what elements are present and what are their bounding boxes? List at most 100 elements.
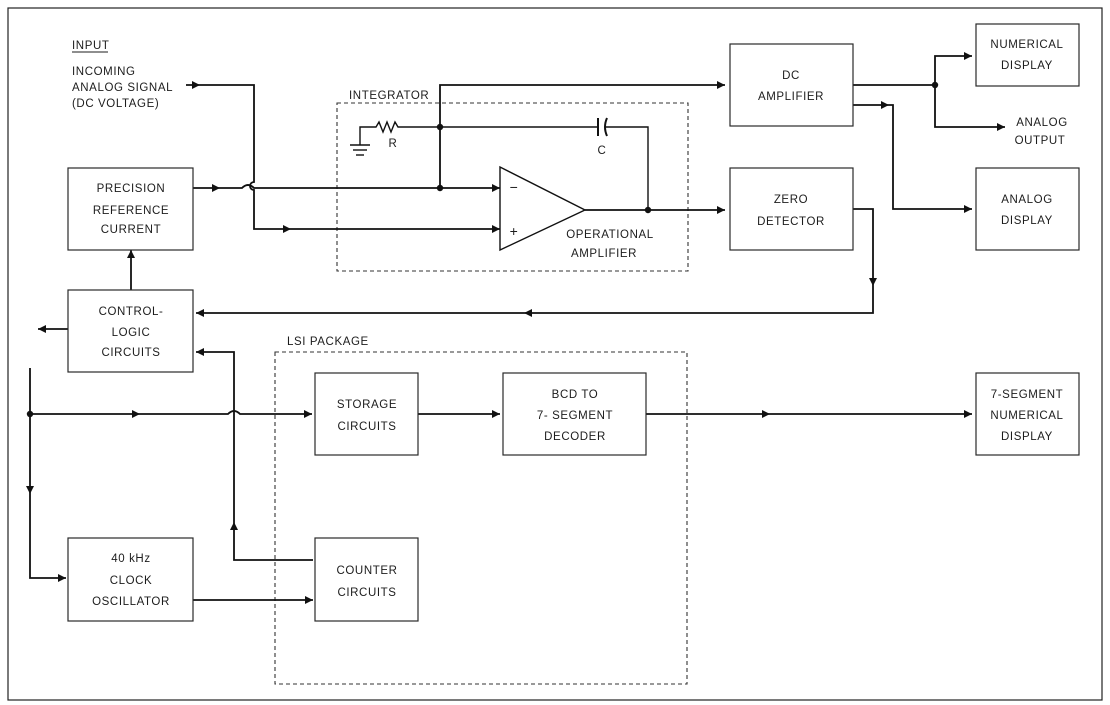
block-label-line: DECODER xyxy=(544,431,606,443)
block-label-line: REFERENCE xyxy=(93,205,169,217)
integrator-label: INTEGRATOR xyxy=(349,90,429,102)
block-label-line: NUMERICAL xyxy=(990,39,1063,51)
dc-amplifier-block: DC AMPLIFIER xyxy=(729,43,854,127)
input-label-group: INPUT INCOMING ANALOG SIGNAL (DC VOLTAGE… xyxy=(72,40,173,110)
signal-wires xyxy=(29,55,1005,601)
seven-segment-display-block: 7-SEGMENT NUMERICAL DISPLAY xyxy=(975,372,1080,456)
arrow-head xyxy=(192,81,200,89)
block-label-line: CIRCUITS xyxy=(337,421,396,433)
analog-display-wire xyxy=(853,104,972,210)
arrow-head xyxy=(196,309,204,317)
lsi-package-label: LSI PACKAGE xyxy=(287,336,369,348)
ground-icon xyxy=(350,140,370,156)
block-label-line: CONTROL- xyxy=(99,306,164,318)
arrow-head xyxy=(964,410,972,418)
arrow-head xyxy=(717,81,725,89)
junction-dot xyxy=(436,184,444,192)
block-label-line: CIRCUITS xyxy=(337,587,396,599)
arrow-head xyxy=(492,184,500,192)
block-label-line: ZERO xyxy=(774,194,808,206)
analog-display-block: ANALOG DISPLAY xyxy=(975,167,1080,251)
arrow-head xyxy=(869,278,877,286)
arrow-head xyxy=(38,325,46,333)
arrow-head xyxy=(964,205,972,213)
plus-sign: + xyxy=(510,223,519,239)
block-label-line: BCD TO xyxy=(552,389,599,401)
arrow-head xyxy=(127,250,135,258)
block-label-line: OSCILLATOR xyxy=(92,596,170,608)
block-label-line: 7-SEGMENT xyxy=(991,389,1064,401)
arrow-head xyxy=(58,574,66,582)
block-label-line: CLOCK xyxy=(110,575,153,587)
arrow-head xyxy=(964,52,972,60)
block-label-line: COUNTER xyxy=(336,565,397,577)
block-label-line: DC xyxy=(782,70,800,82)
reference-wire xyxy=(193,184,500,189)
lsi-package-boundary xyxy=(274,351,688,685)
left-bus-wire xyxy=(29,368,66,579)
input-heading: INPUT xyxy=(72,40,110,52)
storage-circuits-block: STORAGE CIRCUITS xyxy=(314,372,419,456)
block-label-line: CURRENT xyxy=(101,224,161,236)
minus-sign: − xyxy=(510,179,519,195)
zero-detector-block: ZERO DETECTOR xyxy=(729,167,854,251)
resistor-branch xyxy=(359,120,598,140)
arrow-head xyxy=(492,225,500,233)
block-label-line: 40 kHz xyxy=(111,553,150,565)
arrow-head xyxy=(305,596,313,604)
arrow-head xyxy=(997,123,1005,131)
block-label-line: DISPLAY xyxy=(1001,60,1053,72)
arrow-head xyxy=(196,348,204,356)
capacitor-label: C xyxy=(598,145,607,157)
arrow-head xyxy=(283,225,291,233)
arrow-head xyxy=(717,206,725,214)
analog-output-label-line: OUTPUT xyxy=(1015,135,1066,147)
arrow-head xyxy=(304,410,312,418)
counter-to-control-wire xyxy=(196,351,313,561)
numerical-display-wire xyxy=(853,55,972,86)
block-label-line: CIRCUITS xyxy=(101,347,160,359)
counter-circuits-block: COUNTER CIRCUITS xyxy=(314,537,419,622)
input-line: INCOMING xyxy=(72,66,136,78)
arrow-head xyxy=(230,522,238,530)
arrowheads xyxy=(26,52,1005,604)
arrow-head xyxy=(492,410,500,418)
opamp-label-line: AMPLIFIER xyxy=(571,248,637,260)
block-label-line: DISPLAY xyxy=(1001,431,1053,443)
arrow-head xyxy=(762,410,770,418)
junction-dot xyxy=(931,81,939,89)
block-label-line: PRECISION xyxy=(97,183,166,195)
input-line: ANALOG SIGNAL xyxy=(72,82,173,94)
bus-to-storage-wire xyxy=(30,410,312,415)
dc-amp-feed-wire xyxy=(439,84,725,188)
block-label-line: NUMERICAL xyxy=(990,410,1063,422)
op-amp-symbol xyxy=(499,165,587,252)
block-label-line: ANALOG xyxy=(1001,194,1053,206)
junction-dot xyxy=(26,410,34,418)
input-line: (DC VOLTAGE) xyxy=(72,98,159,110)
junction-dot xyxy=(644,206,652,214)
capacitor-branch xyxy=(606,126,649,210)
arrow-head xyxy=(881,101,889,109)
opamp-label-line: OPERATIONAL xyxy=(566,229,654,241)
analog-output-wire xyxy=(934,85,1005,128)
input-signal-wire xyxy=(186,84,500,230)
block-label-line: DETECTOR xyxy=(757,216,825,228)
junction-dot xyxy=(436,123,444,131)
bcd-decoder-block: BCD TO 7- SEGMENT DECODER xyxy=(502,372,647,456)
arrow-head xyxy=(26,486,34,494)
precision-reference-current-block: PRECISION REFERENCE CURRENT xyxy=(67,167,194,251)
block-label-line: AMPLIFIER xyxy=(758,91,824,103)
integrator-boundary xyxy=(336,102,689,272)
block-label-line: DISPLAY xyxy=(1001,215,1053,227)
analog-output-label-line: ANALOG xyxy=(1016,117,1068,129)
arrow-head xyxy=(212,184,220,192)
capacitor-plate-right xyxy=(604,117,608,137)
diagram-frame xyxy=(7,7,1103,701)
numerical-display-block: NUMERICAL DISPLAY xyxy=(975,23,1080,87)
block-label-line: 7- SEGMENT xyxy=(537,410,613,422)
arrow-head xyxy=(132,410,140,418)
junction-dots xyxy=(26,81,939,418)
control-logic-block: CONTROL- LOGIC CIRCUITS xyxy=(67,289,194,373)
